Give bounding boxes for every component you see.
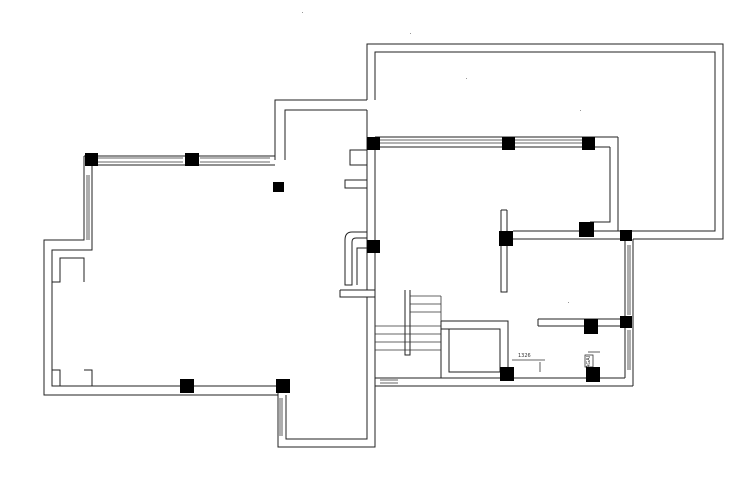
column	[584, 319, 598, 334]
structural-columns	[85, 137, 632, 393]
column	[273, 182, 284, 192]
column	[502, 137, 515, 150]
annotation-label: AGAI	[586, 356, 592, 368]
column	[579, 222, 594, 237]
column	[620, 316, 632, 328]
right-block-walls	[375, 136, 634, 387]
column	[620, 230, 632, 241]
column	[276, 379, 290, 393]
lower-bay-walls	[277, 380, 376, 448]
column	[180, 379, 194, 393]
column	[85, 153, 98, 166]
column	[185, 153, 199, 166]
column	[500, 367, 514, 381]
drawing-specks	[302, 12, 581, 303]
column	[367, 240, 380, 253]
terrace-outline	[366, 43, 724, 240]
column	[586, 367, 600, 382]
left-wing-walls	[43, 99, 367, 396]
column	[499, 231, 513, 246]
column	[367, 137, 380, 150]
dimension-label: 1326	[518, 353, 531, 359]
column	[582, 137, 595, 150]
